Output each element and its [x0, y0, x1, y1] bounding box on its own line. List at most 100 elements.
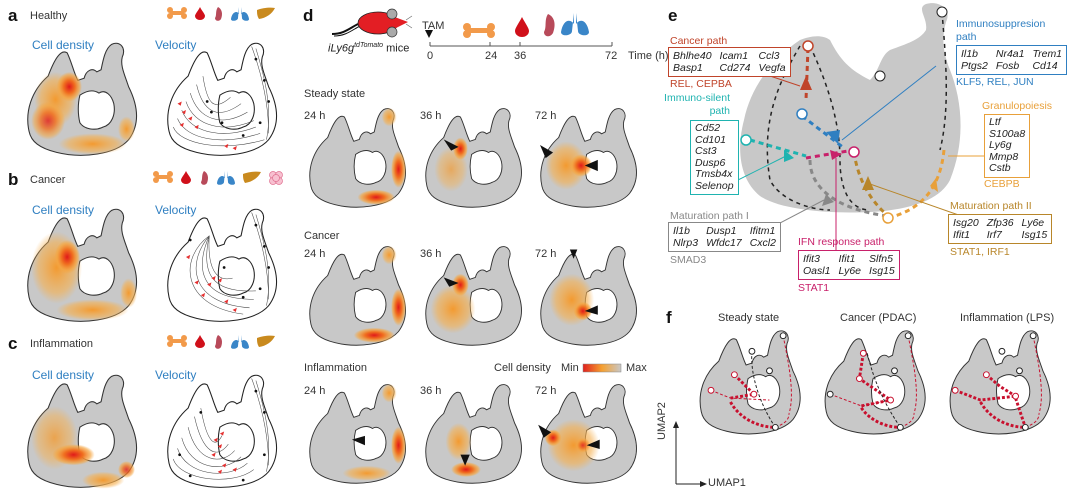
gene: Icam1 — [719, 50, 749, 62]
d-cancer-24h-label: 24 h — [304, 248, 326, 260]
gene: Isg20 — [953, 217, 979, 229]
d-steady-72h-map — [540, 108, 638, 208]
gene: Slfn5 — [869, 253, 893, 265]
gene: Dusp6 — [695, 156, 726, 169]
lung-icon — [217, 171, 235, 185]
d-steady-72h-label: 72 h — [535, 110, 557, 122]
d-inflammation-72h-label: 72 h — [535, 385, 557, 397]
panel-b-velocity-label: Velocity — [155, 203, 197, 217]
gene: Tmsb4x — [695, 168, 733, 180]
spleen-icon — [201, 171, 208, 185]
panel-b-organ-icons — [152, 170, 284, 186]
immunosuppression-path-title: Immunosuppresion path — [956, 18, 1046, 43]
gene: S100a8 — [989, 127, 1026, 140]
panel-c-title: Inflammation — [30, 338, 93, 350]
colorbar-max-label: Max — [626, 362, 647, 374]
gene: Oasl1 — [803, 265, 831, 277]
f-steady-title: Steady state — [718, 312, 780, 324]
liver-icon — [243, 171, 261, 183]
gene: Cd14 — [1032, 60, 1058, 72]
gene: Zfp36 — [986, 217, 1014, 229]
gene: Cd52 — [695, 122, 721, 134]
d-inflammation-36h-map — [425, 384, 523, 484]
gene: Trem1 — [1032, 48, 1063, 60]
f-cancer-map — [824, 330, 926, 435]
gene: Mmp8 — [989, 150, 1019, 163]
gene: Basp1 — [673, 62, 703, 74]
gene: Cxcl2 — [749, 237, 776, 249]
f-cancer-title: Cancer (PDAC) — [840, 312, 917, 324]
umap2-label: UMAP2 — [656, 402, 668, 440]
gene: Ly6g — [989, 139, 1012, 151]
liver-icon — [257, 335, 275, 347]
gene: Ltf — [989, 116, 1001, 128]
panel-b-density-map — [27, 208, 138, 322]
panel-a-title: Healthy — [30, 10, 68, 22]
cancer-path-gene-box: Bhlhe40 Icam1 Ccl3 Basp1 Cd274 Vegfa — [668, 47, 791, 77]
panel-c-label: c — [8, 334, 18, 353]
colorbar-min-label: Min — [561, 362, 579, 374]
maturation-path-2-tfs: STAT1, IRF1 — [950, 246, 1010, 258]
arrowhead-marker — [584, 159, 598, 172]
gene: Selenop — [695, 179, 734, 192]
lung-icon — [231, 7, 249, 21]
panel-c-velocity-map — [167, 374, 278, 488]
immunosuppression-path-gene-box: Il1b Nr4a1 Trem1 Ptgs2 Fosb Cd14 — [956, 45, 1068, 75]
maturation-path-2-title: Maturation path II — [950, 200, 1032, 212]
panel-a-density-label: Cell density — [32, 38, 95, 52]
gene: Il1b — [961, 48, 978, 60]
timeline-tick-36: 36 — [514, 50, 527, 62]
tumor-icon — [269, 171, 283, 185]
immunosuppression-path-tfs: KLF5, REL, JUN — [956, 76, 1034, 88]
colorbar-title: Cell density — [494, 362, 551, 374]
gene: Ccl3 — [758, 50, 780, 62]
panel-f-label: f — [666, 308, 672, 327]
f-inflammation-map — [949, 330, 1051, 435]
gene: Isg15 — [869, 265, 895, 277]
gene: Ifitm1 — [749, 225, 776, 237]
d-steady-24h-map — [309, 107, 407, 208]
d-steady-36h-map — [425, 108, 523, 208]
mouse-icon — [331, 8, 413, 38]
arrowhead-marker — [443, 277, 459, 287]
blood-drop-icon — [181, 171, 191, 184]
colorbar — [582, 363, 622, 373]
f-steady-map — [699, 330, 801, 435]
spleen-icon — [215, 7, 222, 21]
arrowhead-marker — [584, 305, 598, 315]
gene: Isg15 — [1021, 229, 1048, 241]
granulopoiesis-title: Granulopoiesis — [982, 100, 1053, 112]
gene: Ifit3 — [803, 253, 820, 265]
maturation-path-1-tfs: SMAD3 — [670, 254, 707, 266]
blood-drop-icon — [195, 335, 205, 348]
cancer-path-title: Cancer path — [670, 35, 728, 47]
umap1-label: UMAP1 — [708, 477, 746, 489]
d-inflammation-24h-map — [309, 383, 407, 484]
timeline-lung-icon — [561, 13, 589, 36]
bone-icon — [153, 171, 173, 183]
arrowhead-marker — [540, 145, 554, 159]
tam-label: TAM — [422, 20, 445, 32]
mouse-strain-suffix: mice — [386, 42, 410, 55]
timeline-tick-72: 72 — [605, 50, 618, 62]
d-row-steady-title: Steady state — [304, 88, 366, 100]
gene: Cst3 — [695, 145, 717, 157]
d-cancer-36h-label: 36 h — [420, 248, 442, 260]
gene: Bhlhe40 — [673, 50, 712, 62]
timeline-axis — [429, 42, 613, 47]
panel-d-label: d — [303, 6, 314, 25]
d-inflammation-72h-map — [538, 384, 638, 484]
immuno-silent-path-title: Immuno-silent path — [664, 92, 730, 117]
spleen-icon — [215, 335, 222, 349]
gene: Ly6e — [838, 265, 862, 277]
tam-arrow-icon — [425, 30, 433, 38]
gene: Cd274 — [719, 62, 751, 74]
panel-e-label: e — [668, 6, 678, 25]
f-inflammation-title: Inflammation (LPS) — [960, 312, 1055, 324]
bone-icon — [167, 7, 187, 19]
granulopoiesis-tfs: CEBPB — [984, 178, 1020, 190]
granulopoiesis-gene-box: Ltf S100a8 Ly6g Mmp8 Cstb — [984, 114, 1031, 178]
maturation-path-1-gene-box: Il1b Dusp1 Ifitm1 Nlrp3 Wfdc17 Cxcl2 — [668, 222, 781, 252]
timeline-unit: Time (h) — [628, 50, 669, 62]
timeline-tick-0: 0 — [427, 50, 434, 62]
